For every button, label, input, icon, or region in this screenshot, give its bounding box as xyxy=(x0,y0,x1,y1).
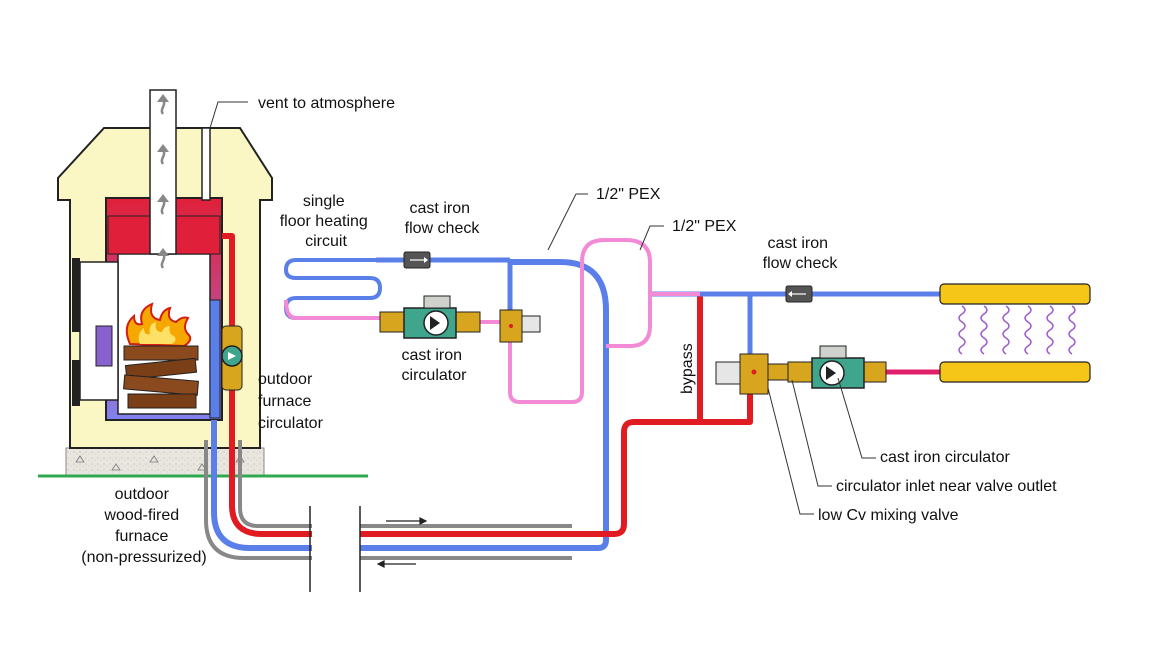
vent-pipe xyxy=(201,127,211,201)
single-circuit-label: single floor heating circuit xyxy=(280,193,373,250)
circulator-left-line-2: circulator xyxy=(402,367,468,384)
furnace-line-3: furnace xyxy=(115,528,168,545)
single-circuit-line-3: circuit xyxy=(305,233,347,250)
flue-pipe xyxy=(149,89,177,255)
check-valve-icon xyxy=(403,251,431,269)
inlet-note-label: circulator inlet near valve outlet xyxy=(836,478,1057,495)
fire-icon xyxy=(122,302,200,409)
circulator-pump-icon xyxy=(379,295,481,339)
ash-door xyxy=(72,258,80,332)
single-circuit-line-2: floor heating xyxy=(280,213,368,230)
flow-check-right-label: cast iron flow check xyxy=(763,235,839,272)
flow-check-right-line-1: cast iron xyxy=(768,235,828,252)
furnace-line-1: outdoor xyxy=(115,486,170,503)
pipe-network xyxy=(204,233,940,592)
mixing-valve-icon xyxy=(499,309,541,343)
furnace-line-4: (non-pressurized) xyxy=(81,549,206,566)
furnace-circulator xyxy=(221,325,243,391)
mixing-valve-icon xyxy=(715,353,789,395)
circulator-right-label: cast iron circulator xyxy=(880,449,1010,466)
furnace-circulator-label: outdoor furnace circulator xyxy=(258,371,324,432)
leader-lines xyxy=(209,101,876,515)
furnace-line-2: wood-fired xyxy=(103,507,179,524)
pex-label-2: 1/2" PEX xyxy=(672,218,737,235)
check-valve-icon xyxy=(785,285,813,303)
furnace-circulator-line-1: outdoor xyxy=(258,371,313,388)
furnace-circulator-line-3: circulator xyxy=(258,415,324,432)
single-circuit-line-1: single xyxy=(303,193,345,210)
fuel-door xyxy=(72,360,80,406)
flow-check-left-label: cast iron flow check xyxy=(405,200,481,237)
bypass-label: bypass xyxy=(679,343,696,394)
outdoor-furnace xyxy=(38,89,368,478)
smoke-arrow-icon xyxy=(157,94,169,269)
flow-arrow-icon xyxy=(376,517,428,568)
vent-label: vent to atmosphere xyxy=(258,95,395,112)
furnace-circulator-line-2: furnace xyxy=(258,393,311,410)
circulator-left-line-1: cast iron xyxy=(402,347,462,364)
flow-check-right-line-2: flow check xyxy=(763,255,839,272)
furnace-label: outdoor wood-fired furnace (non-pressuri… xyxy=(81,486,206,566)
mixing-valve-label: low Cv mixing valve xyxy=(818,507,959,524)
flow-check-left-line-2: flow check xyxy=(405,220,481,237)
manifold-icon xyxy=(939,283,1091,383)
circulator-left-label: cast iron circulator xyxy=(402,347,468,384)
circulator-pump-icon xyxy=(787,345,887,389)
pex-label-1: 1/2" PEX xyxy=(596,186,661,203)
flow-check-left-line-1: cast iron xyxy=(410,200,470,217)
